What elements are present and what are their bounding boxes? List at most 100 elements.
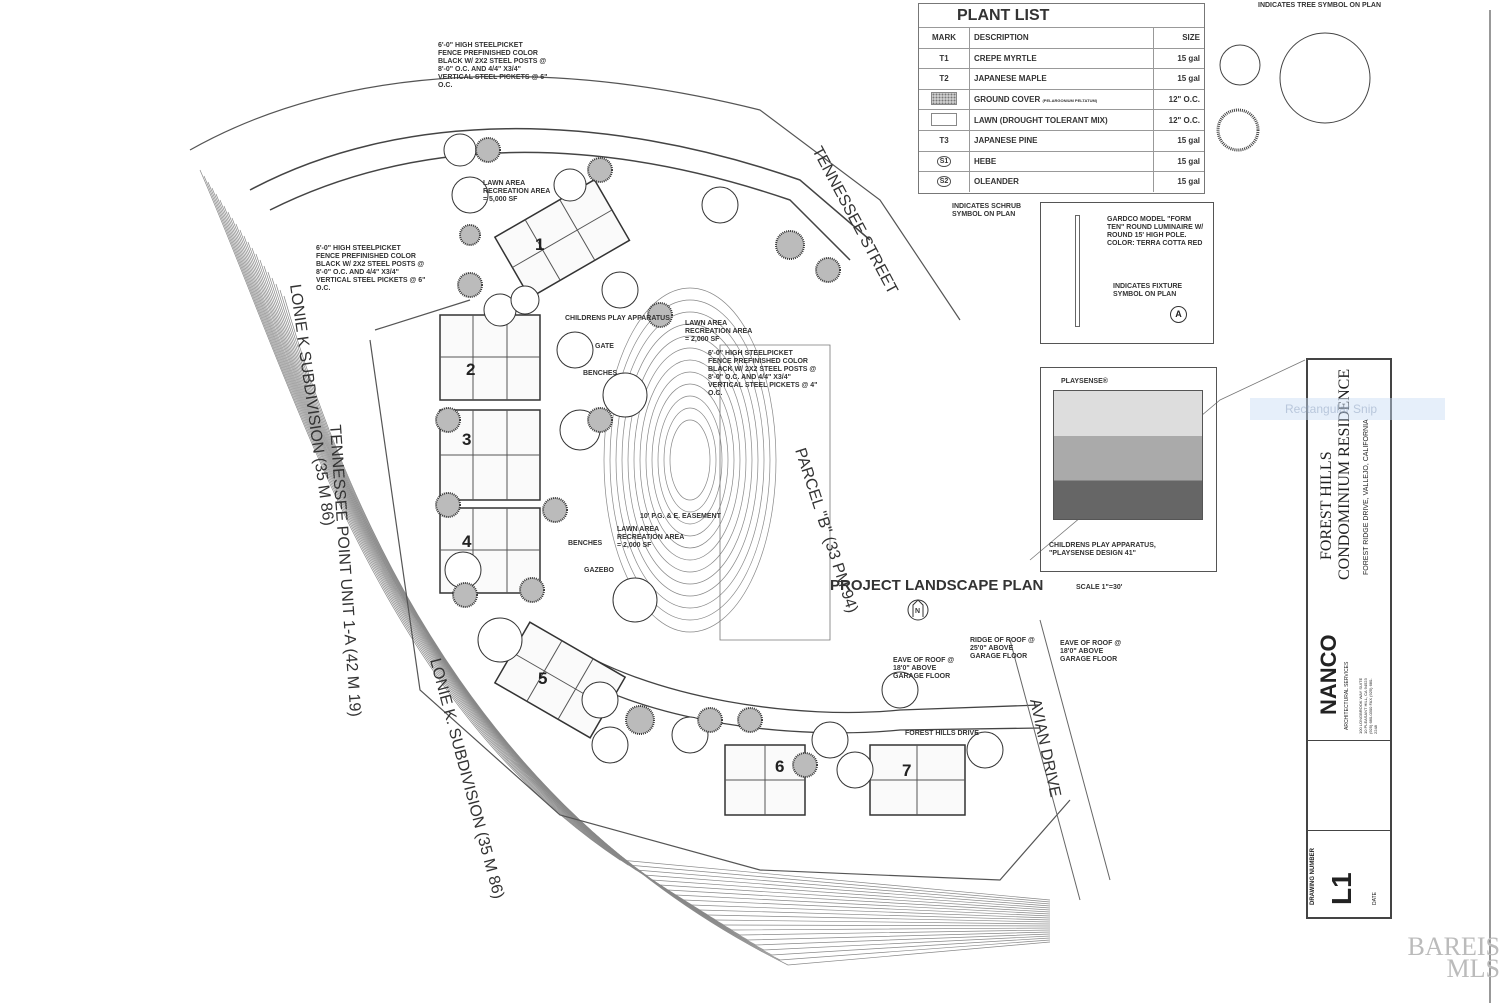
pine-tree-icon	[435, 492, 461, 518]
deciduous-tree-icon	[836, 751, 874, 789]
pine-tree-icon	[587, 407, 613, 433]
lawn-swatch	[931, 112, 957, 126]
eave-note-1: EAVE OF ROOF @ 18'0" ABOVE GARAGE FLOOR	[893, 657, 955, 680]
deciduous-tree-icon	[510, 285, 540, 315]
contour-line	[211, 187, 1051, 907]
plant-description: GROUND COVER (PELARGONIUM PELTATUM)	[969, 88, 1154, 110]
contour-line	[279, 289, 1051, 961]
topographic-contours	[199, 169, 1051, 966]
shrub-symbol: S2	[936, 176, 952, 188]
project-name: FOREST HILLS	[1318, 451, 1335, 560]
ground-cover-swatch	[931, 92, 957, 106]
forest-hills-drive-label: FOREST HILLS DRIVE	[905, 730, 979, 737]
deciduous-tree-icon	[966, 731, 1004, 769]
contour-line	[275, 283, 1051, 956]
deciduous-tree-icon	[881, 671, 919, 709]
contour-line	[633, 347, 747, 573]
building-number-7: 7	[902, 761, 911, 780]
shrub-symbol: S1	[936, 155, 952, 167]
plant-mark: S1	[919, 150, 970, 172]
contour-line	[609, 299, 771, 621]
pine-tree-icon	[475, 137, 501, 163]
tree-symbols	[435, 133, 1004, 789]
forest-hills-drive	[549, 639, 1041, 734]
project-address: FOREST RIDGE DRIVE, VALLEJO, CALIFORNIA	[1363, 419, 1370, 575]
contour-line	[627, 335, 753, 585]
contour-line	[603, 287, 777, 633]
firm-address: 100 LONGBROOK WAY SUITE 10 PLEASANT HILL…	[1358, 677, 1378, 734]
playsense-brand: PLAYSENSE®	[1061, 378, 1108, 385]
plant-description: CREPE MYRTLE	[969, 47, 1154, 69]
deciduous-tree-icon	[601, 271, 639, 309]
contour-line	[639, 359, 741, 561]
building-number-3: 3	[462, 430, 471, 449]
plant-description: JAPANESE MAPLE	[969, 68, 1154, 90]
play-apparatus-photo	[1053, 390, 1203, 520]
deciduous-tree-icon	[811, 721, 849, 759]
drawing-number-label: DRAWING NUMBER	[1310, 848, 1316, 905]
plant-description: JAPANESE PINE	[969, 129, 1154, 152]
plant-size: 15 gal	[1153, 129, 1204, 152]
tennessee-street-curb	[249, 127, 871, 261]
building-number-1: 1	[535, 235, 544, 254]
plant-row: GROUND COVER (PELARGONIUM PELTATUM)12" O…	[919, 88, 1204, 110]
deciduous-tree-icon	[581, 681, 619, 719]
north-label: N	[915, 608, 920, 615]
plant-mark: T1	[919, 47, 970, 69]
eave-note-2: EAVE OF ROOF @ 18'0" ABOVE GARAGE FLOOR	[1060, 640, 1122, 663]
gate-label: GATE	[595, 343, 614, 350]
contour-line	[651, 383, 729, 537]
building-number-2: 2	[466, 360, 475, 379]
gazebo-label: GAZEBO	[584, 567, 615, 574]
plant-list-header: MARK DESCRIPTION SIZE	[919, 27, 1204, 49]
deciduous-tree-icon	[443, 133, 477, 167]
deciduous-tree-icon	[553, 168, 587, 202]
plant-mark: T3	[919, 129, 970, 152]
fence-note-left: 6'-0" HIGH STEELPICKET FENCE PREFINISHED…	[316, 245, 426, 292]
pine-tree-icon	[737, 707, 763, 733]
pine-tree-icon	[647, 302, 673, 328]
fence-note-top: 6'-0" HIGH STEELPICKET FENCE PREFINISHED…	[438, 42, 548, 89]
lawn-area-1: LAWN AREA RECREATION AREA = 5,000 SF	[483, 180, 551, 203]
fixture-note: INDICATES FIXTURE SYMBOL ON PLAN	[1113, 283, 1183, 298]
pine-tree-icon	[775, 230, 805, 260]
deciduous-tree-icon	[591, 726, 629, 764]
plant-description: OLEANDER	[969, 171, 1154, 192]
property-boundary	[189, 10, 1491, 1003]
tree-note: INDICATES TREE SYMBOL ON PLAN	[1258, 2, 1381, 9]
pine-tree-icon	[542, 497, 568, 523]
pine-tree-icon	[697, 707, 723, 733]
contour-line	[657, 395, 723, 525]
contour-line	[203, 175, 1051, 903]
contour-line	[239, 229, 1051, 921]
deciduous-tree-icon	[612, 577, 658, 623]
deciduous-tree-icon	[556, 331, 594, 369]
plant-mark: T2	[919, 68, 970, 90]
avian-drive	[1009, 619, 1111, 901]
plant-list-title: PLANT LIST	[957, 7, 1050, 24]
pine-tree-icon	[587, 157, 613, 183]
header-description: DESCRIPTION	[969, 27, 1154, 49]
deciduous-tree-icon	[671, 716, 709, 754]
pine-tree-icon	[519, 577, 545, 603]
building-1	[493, 178, 631, 299]
header-size: SIZE	[1153, 27, 1204, 49]
tennessee-point-label: TENNESSEE POINT UNIT 1-A (42 M 19)	[326, 424, 363, 717]
drawing-number: L1	[1326, 872, 1357, 905]
pine-tree-icon	[625, 705, 655, 735]
snip-tool-overlay[interactable]: Rectangular Snip	[1250, 398, 1445, 420]
deciduous-tree-icon	[602, 372, 648, 418]
plant-description-text: GROUND COVER	[974, 95, 1041, 105]
plant-description: LAWN (DROUGHT TOLERANT MIX)	[969, 109, 1154, 131]
benches-label-2: BENCHES	[568, 540, 603, 547]
ridge-note: RIDGE OF ROOF @ 25'0" ABOVE GARAGE FLOOR	[970, 637, 1035, 660]
lonie-k-subdivision-top: LONIE K SUBDIVISION (35 M 86)	[286, 283, 337, 527]
contour-line	[663, 407, 717, 513]
building-6	[724, 744, 806, 816]
plant-size: 15 gal	[1153, 47, 1204, 69]
building-7	[869, 744, 966, 816]
